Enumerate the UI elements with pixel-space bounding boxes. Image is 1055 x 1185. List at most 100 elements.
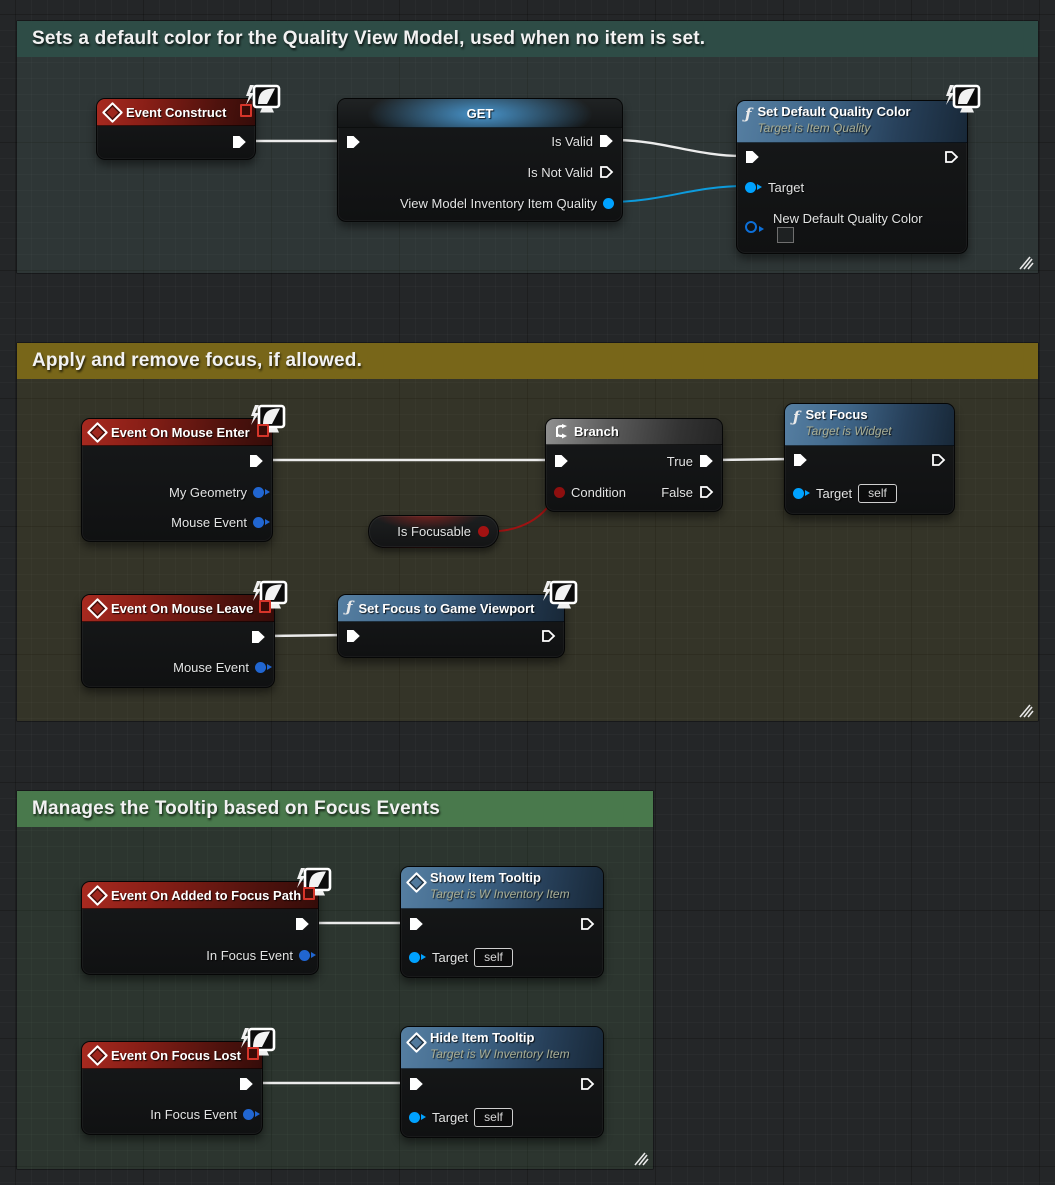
exec-in-pin[interactable] <box>745 147 760 167</box>
node-show-item-tooltip[interactable]: Show Item Tooltip Target is W Inventory … <box>400 866 604 978</box>
target-self-value[interactable]: self <box>474 1107 513 1127</box>
object-pin-icon <box>603 197 614 209</box>
exec-in-pin[interactable] <box>346 132 361 152</box>
node-title: GET <box>466 105 494 121</box>
node-title: Show Item Tooltip <box>430 870 541 885</box>
exec-out-pin[interactable] <box>239 1074 254 1094</box>
object-in-pin-target[interactable]: Target self <box>409 1107 513 1127</box>
event-icon <box>86 884 109 906</box>
struct-out-pin-my-geometry[interactable]: My Geometry <box>169 482 270 502</box>
struct-pin-icon-row[interactable] <box>745 217 764 237</box>
struct-in-pin-new-color[interactable]: New Default Quality Color <box>773 210 923 226</box>
comment-header[interactable]: Sets a default color for the Quality Vie… <box>17 21 1038 57</box>
variable-name: Is Focusable <box>397 524 471 539</box>
development-only-monitor-icon <box>297 867 332 896</box>
exec-in-pin[interactable] <box>409 1074 424 1094</box>
struct-out-pin-in-focus-event[interactable]: In Focus Event <box>206 945 316 965</box>
object-out-pin-view-model[interactable]: View Model Inventory Item Quality <box>400 193 614 213</box>
node-get-view-model[interactable]: GET Is Valid Is Not Valid View Model Inv… <box>337 98 623 222</box>
exec-out-pin-is-valid[interactable]: Is Valid <box>551 131 614 151</box>
comment-title: Sets a default color for the Quality Vie… <box>32 28 706 49</box>
node-title: Event On Mouse Leave <box>111 600 254 616</box>
resize-grip-icon[interactable] <box>631 1151 649 1166</box>
event-call-icon <box>405 871 428 894</box>
struct-pin-icon <box>243 1108 260 1120</box>
comment-title: Manages the Tooltip based on Focus Event… <box>32 798 440 819</box>
development-only-monitor-icon <box>251 404 286 433</box>
debug-marker-icon <box>240 104 252 117</box>
branch-icon <box>556 424 567 439</box>
exec-in-pin[interactable] <box>346 626 361 646</box>
struct-pin-icon <box>255 661 272 673</box>
node-is-focusable-getter[interactable]: Is Focusable <box>368 515 499 548</box>
exec-out-pin[interactable] <box>249 451 264 471</box>
object-in-pin-target[interactable]: Target self <box>409 947 513 967</box>
node-event-on-mouse-enter[interactable]: Event On Mouse Enter My Geometry Mouse E… <box>81 404 286 542</box>
comment-header[interactable]: Manages the Tooltip based on Focus Event… <box>17 791 653 827</box>
struct-pin-icon <box>253 516 270 528</box>
node-subtitle: Target is W Inventory Item <box>430 887 570 901</box>
exec-out-pin-false[interactable]: False <box>661 482 714 502</box>
struct-pin-icon <box>299 949 316 961</box>
node-set-default-quality-color[interactable]: ƒ Set Default Quality Color Target is It… <box>736 84 981 254</box>
node-title: Event On Added to Focus Path <box>111 887 302 903</box>
exec-out-pin-is-not-valid[interactable]: Is Not Valid <box>527 162 614 182</box>
object-pin-icon <box>409 951 426 963</box>
exec-in-pin[interactable] <box>793 450 808 470</box>
resize-grip-icon[interactable] <box>1016 255 1034 270</box>
event-icon <box>86 1044 109 1066</box>
node-event-on-added-to-focus-path[interactable]: Event On Added to Focus Path In Focus Ev… <box>81 867 332 975</box>
exec-out-pin[interactable] <box>944 147 959 167</box>
comment-header[interactable]: Apply and remove focus, if allowed. <box>17 343 1038 379</box>
object-in-pin-target[interactable]: Target self <box>793 483 897 503</box>
exec-out-pin[interactable] <box>580 914 595 934</box>
bool-out-pin-icon[interactable] <box>478 526 489 537</box>
bool-in-pin-condition[interactable]: Condition <box>554 482 626 502</box>
node-event-on-mouse-leave[interactable]: Event On Mouse Leave Mouse Event <box>81 580 288 688</box>
debug-marker-icon <box>303 887 315 900</box>
struct-out-pin-mouse-event[interactable]: Mouse Event <box>171 512 270 532</box>
exec-in-pin[interactable] <box>554 451 569 471</box>
exec-out-pin[interactable] <box>251 627 266 647</box>
function-icon: ƒ <box>793 408 800 426</box>
struct-out-pin-in-focus-event[interactable]: In Focus Event <box>150 1104 260 1124</box>
node-branch[interactable]: Branch True Condition False <box>545 418 723 512</box>
node-event-construct[interactable]: Event Construct <box>96 84 281 160</box>
exec-out-pin[interactable] <box>232 132 247 152</box>
exec-out-pin-true[interactable]: True <box>667 451 714 471</box>
function-icon: ƒ <box>346 598 353 616</box>
node-set-focus[interactable]: ƒ Set Focus Target is Widget Target self <box>784 403 955 515</box>
development-only-monitor-icon <box>543 580 578 609</box>
node-hide-item-tooltip[interactable]: Hide Item Tooltip Target is W Inventory … <box>400 1026 604 1138</box>
node-title: Hide Item Tooltip <box>430 1030 535 1045</box>
node-title: Set Focus <box>805 407 868 422</box>
exec-out-pin[interactable] <box>541 626 556 646</box>
exec-in-pin[interactable] <box>409 914 424 934</box>
node-title: Set Default Quality Color <box>757 104 911 119</box>
struct-pin-icon <box>745 221 764 233</box>
color-swatch[interactable] <box>777 227 794 243</box>
node-title: Set Focus to Game Viewport <box>358 600 535 616</box>
event-icon <box>86 597 109 619</box>
struct-pin-icon <box>253 486 270 498</box>
node-title: Branch <box>574 424 619 439</box>
bool-pin-icon <box>554 486 565 498</box>
struct-out-pin-mouse-event[interactable]: Mouse Event <box>173 657 272 677</box>
event-icon <box>101 101 124 123</box>
object-in-pin-target[interactable]: Target <box>745 177 804 197</box>
event-icon <box>86 421 109 443</box>
exec-out-pin[interactable] <box>931 450 946 470</box>
node-subtitle: Target is Widget <box>805 424 892 438</box>
object-pin-icon <box>793 487 810 499</box>
node-set-focus-to-game-viewport[interactable]: ƒ Set Focus to Game Viewport <box>337 580 578 658</box>
exec-out-pin[interactable] <box>580 1074 595 1094</box>
target-self-value[interactable]: self <box>474 947 513 967</box>
exec-out-pin[interactable] <box>295 914 310 934</box>
node-title: Event Construct <box>126 104 227 120</box>
node-event-on-focus-lost[interactable]: Event On Focus Lost In Focus Event <box>81 1027 276 1135</box>
event-call-icon <box>405 1031 428 1054</box>
function-icon: ƒ <box>745 105 752 123</box>
target-self-value[interactable]: self <box>858 483 897 503</box>
resize-grip-icon[interactable] <box>1016 703 1034 718</box>
development-only-monitor-icon <box>246 84 281 113</box>
